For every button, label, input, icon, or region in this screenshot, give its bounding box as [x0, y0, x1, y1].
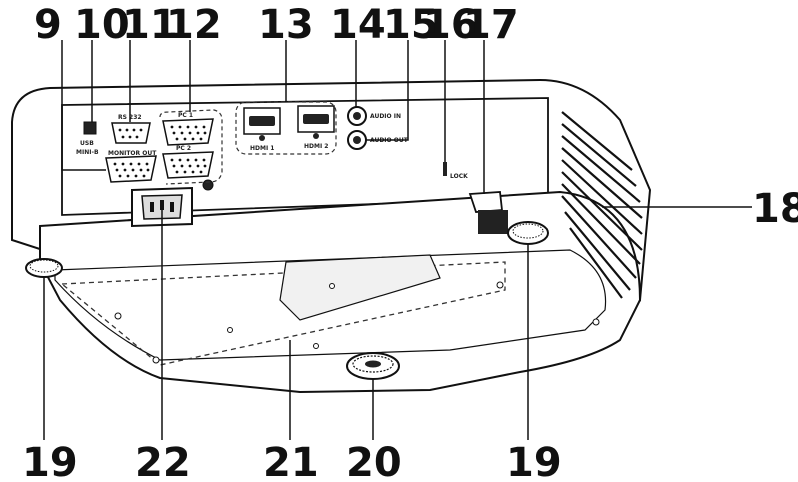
- front-adjuster-foot: [346, 352, 400, 380]
- audio-in-jack-hole: [353, 112, 361, 120]
- usb-sub-label: MINI-B: [76, 149, 99, 156]
- security-bar-base: [478, 210, 508, 234]
- bottom-plate: [279, 254, 441, 321]
- hdmi2-screw: [313, 133, 319, 139]
- power-pin-center: [160, 200, 164, 210]
- rs232-port: [111, 122, 151, 144]
- audio-out-jack-hole: [353, 136, 361, 144]
- hdmi2-label: HDMI 2: [304, 143, 328, 150]
- hdmi1-label: HDMI 1: [250, 145, 274, 152]
- callout-19-left: 19: [22, 440, 78, 482]
- callout-19-right: 19: [506, 440, 562, 482]
- callout-10: 10: [74, 2, 130, 48]
- callout-17: 17: [463, 2, 519, 48]
- power-pin-right: [170, 202, 174, 212]
- monitor-out-label: MONITOR OUT: [108, 150, 157, 157]
- callout-13: 13: [258, 2, 314, 48]
- callout-9: 9: [34, 2, 62, 48]
- callout-15: 15: [383, 2, 439, 48]
- right-rear-foot: [507, 221, 549, 245]
- left-rear-foot: [25, 258, 63, 278]
- callout-11: 11: [122, 2, 178, 48]
- callout-16: 16: [423, 2, 479, 48]
- lock-label: LOCK: [450, 173, 468, 180]
- audio-in-label: AUDIO IN: [370, 113, 401, 120]
- pc-group-outline: [159, 109, 223, 185]
- usb-label: USB: [80, 140, 94, 147]
- pc1-pins: [170, 125, 207, 141]
- callout-14: 14: [330, 2, 386, 48]
- monitor-out-pins: [113, 162, 150, 178]
- hdmi-group-outline: [235, 101, 337, 155]
- callout-18: 18: [752, 186, 798, 232]
- pc2-pins: [170, 158, 207, 174]
- rs232-pins: [118, 128, 143, 139]
- vent-grille: [561, 111, 643, 299]
- hdmi1-port: [249, 116, 275, 126]
- mounting-outline-dashed: [60, 261, 506, 366]
- pc1-label: PC 1: [178, 112, 193, 119]
- callout-22: 22: [135, 440, 191, 482]
- security-bar: [468, 191, 503, 213]
- callout-21: 21: [263, 440, 319, 482]
- lock-slot: [443, 162, 447, 176]
- hdmi1-screw: [259, 135, 265, 141]
- usb-port: [83, 121, 97, 135]
- bottom-inner-rim: [54, 249, 607, 361]
- leader-lines: [43, 40, 752, 440]
- pc2-label: PC 2: [176, 145, 191, 152]
- callout-12: 12: [166, 2, 222, 48]
- callout-20: 20: [346, 440, 402, 482]
- hdmi2-port: [303, 114, 329, 124]
- power-pin-left: [150, 202, 154, 212]
- bottom-holes: [114, 281, 600, 364]
